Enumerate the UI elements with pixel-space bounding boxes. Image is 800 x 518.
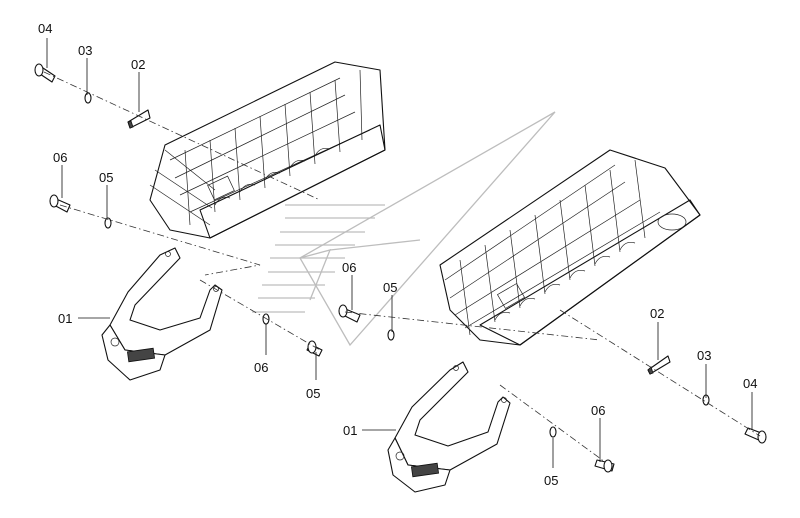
bolt-04-right	[744, 427, 767, 444]
plate-02-right	[647, 355, 671, 375]
callout-06-right: 06	[342, 260, 356, 275]
bracket-right	[387, 361, 511, 493]
bolt-04-left	[34, 63, 56, 83]
track-chain-left	[149, 61, 386, 239]
washer-05-left-upper	[104, 217, 112, 229]
bolt-06-right-lower	[594, 459, 615, 473]
callout-05-right: 05	[383, 280, 397, 295]
callout-01-left: 01	[58, 311, 72, 326]
bolt-06-left-upper	[49, 194, 71, 213]
centerline-right-upper	[344, 311, 601, 341]
callout-06-left: 06	[53, 150, 67, 165]
centerline-left-upper	[43, 71, 321, 201]
callout-01-right: 01	[343, 423, 357, 438]
callout-labels: 04 03 02 06 05 01 06 05 06 05 02 03 04 0…	[38, 21, 757, 488]
watermark-logo	[252, 111, 556, 347]
centerline-right-lower	[499, 384, 606, 463]
plate-02-left	[127, 109, 151, 129]
washer-06-left-lower	[262, 313, 270, 325]
callout-02-right: 02	[650, 306, 664, 321]
leader-lines	[46, 38, 753, 468]
callout-03-right: 03	[697, 348, 711, 363]
callout-06-left-lower: 06	[254, 360, 268, 375]
centerline-right-mid	[559, 309, 761, 437]
washer-05-right-lower	[549, 426, 557, 438]
bracket-left	[101, 247, 223, 381]
callout-05-left: 05	[99, 170, 113, 185]
bolt-06-right-upper	[338, 304, 361, 323]
centerline-left-lower	[199, 279, 321, 351]
callout-02-left: 02	[131, 57, 145, 72]
bolt-05-left-lower	[306, 340, 323, 357]
centerline-left-mid	[59, 204, 261, 276]
washer-03-left	[84, 92, 92, 104]
callout-04-right: 04	[743, 376, 757, 391]
washer-05-right-upper	[387, 329, 395, 341]
callout-04-left: 04	[38, 21, 52, 36]
callout-05-right-lower: 05	[544, 473, 558, 488]
callout-06-right-lower: 06	[591, 403, 605, 418]
track-chain-right	[439, 149, 701, 346]
callout-05-left-lower: 05	[306, 386, 320, 401]
callout-03-left: 03	[78, 43, 92, 58]
